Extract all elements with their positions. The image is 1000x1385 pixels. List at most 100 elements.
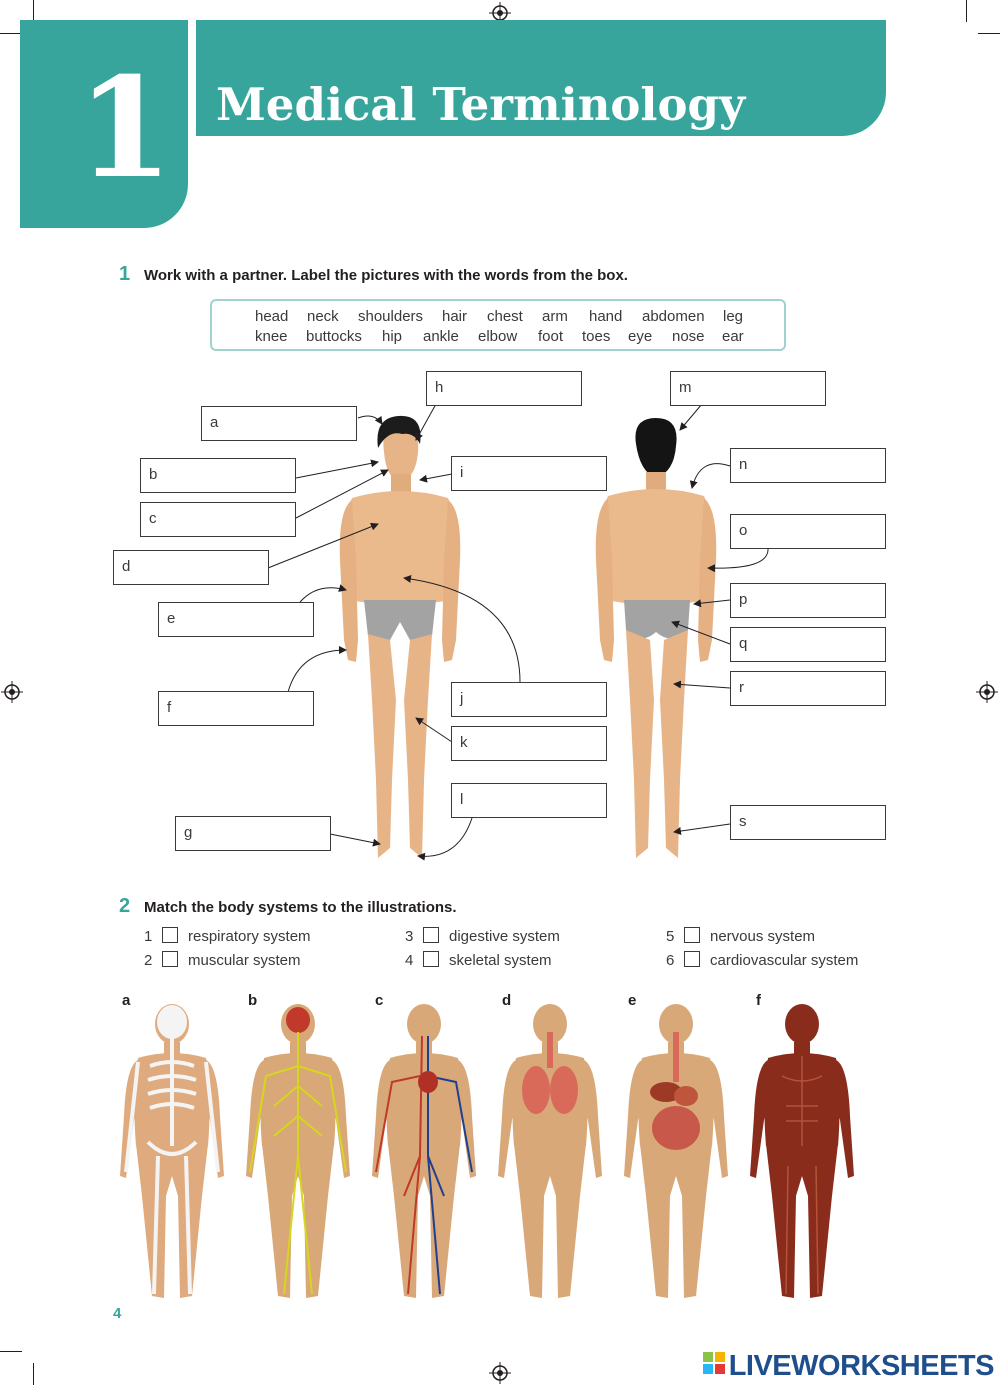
label-box-k[interactable]: k	[451, 726, 607, 761]
exercise-2-number: 2	[119, 895, 131, 917]
figure-digestive	[624, 1004, 728, 1298]
figure-skeletal	[120, 1004, 224, 1298]
body-systems-figures	[120, 1004, 854, 1298]
label-letter: j	[460, 690, 464, 707]
word-box-item: nose	[672, 328, 705, 345]
page-title: Medical Terminology	[216, 78, 746, 131]
figure-letter-d: d	[502, 992, 512, 1009]
word-box-item: eye	[628, 328, 653, 345]
label-letter: f	[167, 699, 172, 716]
figure-muscular	[750, 1004, 854, 1298]
label-letter: e	[167, 610, 176, 627]
label-box-j[interactable]: j	[451, 682, 607, 717]
word-box-item: abdomen	[642, 308, 705, 325]
label-box-o[interactable]: o	[730, 514, 886, 549]
label-letter: a	[210, 414, 219, 431]
label-box-p[interactable]: p	[730, 583, 886, 618]
label-letter: k	[460, 734, 468, 751]
label-box-m[interactable]: m	[670, 371, 826, 406]
body-diagram	[267, 403, 769, 861]
label-box-l[interactable]: l	[451, 783, 607, 818]
chapter-number: 1	[76, 46, 174, 209]
figure-respiratory	[498, 1004, 602, 1298]
word-box-item: foot	[538, 328, 564, 345]
label-box-i[interactable]: i	[451, 456, 607, 491]
label-letter: o	[739, 522, 748, 539]
word-box-item: ankle	[423, 328, 459, 345]
liveworksheets-logo-icon	[702, 1352, 725, 1374]
label-box-d[interactable]: d	[113, 550, 269, 585]
back-body-figure	[595, 418, 717, 858]
label-letter: r	[739, 679, 744, 696]
checkbox[interactable]	[684, 951, 700, 967]
checkbox[interactable]	[684, 927, 700, 943]
crop-mark	[978, 33, 1000, 34]
figure-cardiovascular	[372, 1004, 476, 1298]
checkbox[interactable]	[162, 927, 178, 943]
title-bar	[196, 20, 886, 136]
label-letter: m	[679, 379, 692, 396]
checkbox[interactable]	[423, 927, 439, 943]
word-box-item: ear	[722, 328, 744, 345]
label-letter: l	[460, 791, 464, 808]
word-box-item: arm	[542, 308, 568, 325]
label-box-c[interactable]: c	[140, 502, 296, 537]
word-box-item: toes	[582, 328, 611, 345]
exercise-1-instruction: Work with a partner. Label the pictures …	[144, 267, 628, 284]
figure-letter-b: b	[248, 992, 258, 1009]
registration-mark-icon	[976, 681, 998, 703]
word-box-item: knee	[255, 328, 288, 345]
label-box-n[interactable]: n	[730, 448, 886, 483]
crop-mark	[33, 1363, 34, 1385]
label-letter: b	[149, 466, 158, 483]
liveworksheets-logo: LIVEWORKSHEETS	[702, 1350, 995, 1383]
label-letter: p	[739, 591, 748, 608]
word-box-item: hand	[589, 308, 623, 325]
label-box-q[interactable]: q	[730, 627, 886, 662]
pointer-lines	[267, 403, 769, 861]
word-box-item: elbow	[478, 328, 518, 345]
label-box-e[interactable]: e	[158, 602, 314, 637]
label-letter: i	[460, 464, 464, 481]
logo-text: LIVEWORKSHEETS	[728, 1350, 995, 1382]
label-box-f[interactable]: f	[158, 691, 314, 726]
label-letter: c	[149, 510, 157, 527]
label-box-h[interactable]: h	[426, 371, 582, 406]
checkbox[interactable]	[423, 951, 439, 967]
label-letter: q	[739, 635, 748, 652]
crop-mark	[33, 0, 34, 22]
figure-letter-a: a	[122, 992, 131, 1009]
word-box-item: chest	[487, 308, 523, 325]
label-box-b[interactable]: b	[140, 458, 296, 493]
word-box: head neck shoulders hair chest arm hand …	[210, 299, 786, 351]
word-box-item: leg	[723, 308, 744, 325]
label-box-g[interactable]: g	[175, 816, 331, 851]
label-letter: d	[122, 558, 131, 575]
figure-letter-f: f	[756, 992, 761, 1009]
exercise-2-instruction: Match the body systems to the illustrati…	[144, 899, 457, 916]
label-box-a[interactable]: a	[201, 406, 357, 441]
chapter-block	[20, 20, 188, 228]
word-box-item: shoulders	[358, 308, 424, 325]
checkbox[interactable]	[162, 951, 178, 967]
word-box-item: hair	[442, 308, 468, 325]
crop-mark	[966, 0, 967, 22]
label-letter: h	[435, 379, 444, 396]
label-letter: g	[184, 824, 193, 841]
front-body-figure	[339, 415, 461, 858]
crop-mark	[0, 33, 22, 34]
registration-mark-icon	[1, 681, 23, 703]
word-box-item: neck	[307, 308, 339, 325]
registration-mark-icon	[489, 1362, 511, 1384]
label-box-r[interactable]: r	[730, 671, 886, 706]
word-box-item: head	[255, 308, 289, 325]
word-box-item: hip	[382, 328, 403, 345]
label-box-s[interactable]: s	[730, 805, 886, 840]
crop-mark	[0, 1351, 22, 1352]
